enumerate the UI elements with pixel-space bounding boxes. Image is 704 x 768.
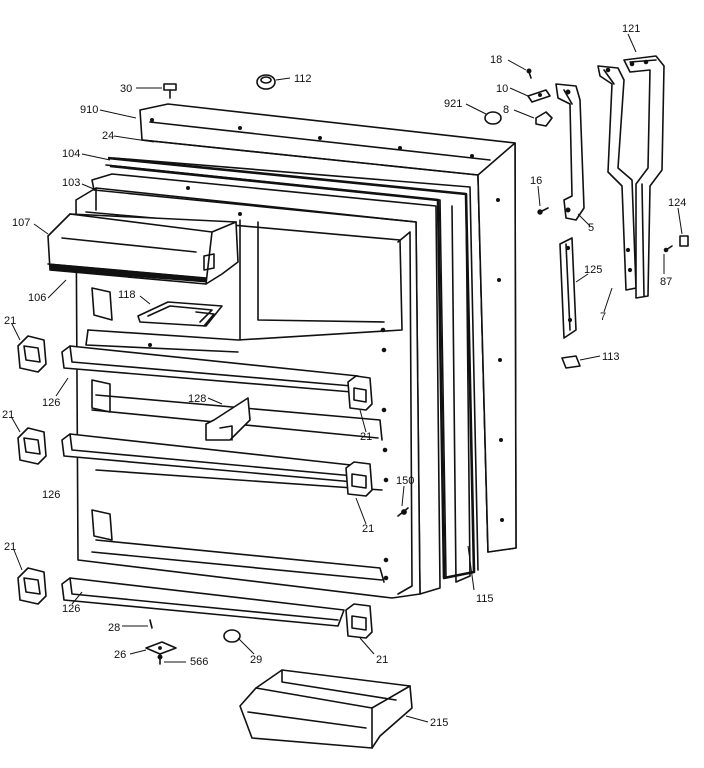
label-21-d: 21 <box>362 523 374 535</box>
door-shelf-bars <box>61 345 361 627</box>
label-113: 113 <box>602 351 620 363</box>
label-21-b: 21 <box>2 409 14 421</box>
label-126-b: 126 <box>42 489 60 501</box>
shelf-end-caps-left <box>17 335 47 605</box>
label-18: 18 <box>490 54 502 66</box>
label-28: 28 <box>108 622 120 634</box>
label-21-e: 21 <box>4 541 16 553</box>
small-tray <box>137 301 223 327</box>
bottom-hardware <box>145 619 241 665</box>
label-8: 8 <box>503 104 509 116</box>
label-10: 10 <box>496 83 508 95</box>
label-24: 24 <box>102 130 114 142</box>
small-hardware-right <box>397 235 689 517</box>
leader-lines <box>11 33 683 723</box>
hinge-bracket-5 <box>537 83 585 221</box>
label-21-f: 21 <box>376 654 388 666</box>
label-21-a: 21 <box>4 315 16 327</box>
label-16: 16 <box>530 175 542 187</box>
label-30: 30 <box>120 83 132 95</box>
label-107: 107 <box>12 217 30 229</box>
door-gasket <box>105 156 479 583</box>
label-215: 215 <box>430 717 448 729</box>
bottle-divider <box>205 397 251 441</box>
label-125: 125 <box>584 264 602 276</box>
label-921: 921 <box>444 98 462 110</box>
hinge-plate-125 <box>559 237 577 339</box>
hinge-arm-7 <box>597 65 637 291</box>
part-labels: 121 18 30 112 10 910 921 8 24 104 103 16… <box>2 23 686 729</box>
label-5: 5 <box>588 222 594 234</box>
label-128: 128 <box>188 393 206 405</box>
outer-door-panel <box>139 103 517 553</box>
label-121: 121 <box>622 23 640 35</box>
inner-door-liner <box>75 173 441 599</box>
hinge-arm-121 <box>623 55 665 299</box>
label-104: 104 <box>62 148 80 160</box>
small-hardware <box>163 68 553 127</box>
label-118: 118 <box>118 289 136 301</box>
label-126-c: 126 <box>62 603 80 615</box>
label-29: 29 <box>250 654 262 666</box>
shelf-end-caps-right <box>345 375 373 639</box>
label-7: 7 <box>600 311 606 323</box>
label-566: 566 <box>190 656 208 668</box>
dairy-compartment <box>47 213 239 285</box>
label-150: 150 <box>396 475 414 487</box>
label-103: 103 <box>62 177 80 189</box>
label-115: 115 <box>476 593 494 605</box>
label-910: 910 <box>80 104 98 116</box>
label-106: 106 <box>28 292 46 304</box>
label-124: 124 <box>668 197 686 209</box>
label-21-c: 21 <box>360 431 372 443</box>
label-112: 112 <box>294 73 312 85</box>
label-126-a: 126 <box>42 397 60 409</box>
label-87: 87 <box>660 276 672 288</box>
label-26: 26 <box>114 649 126 661</box>
door-bin <box>239 669 413 749</box>
